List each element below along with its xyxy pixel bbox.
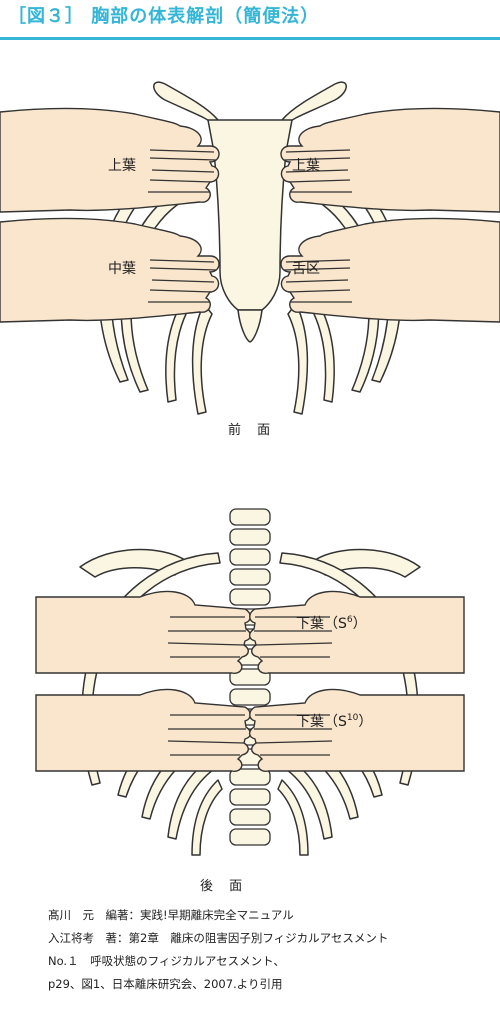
finger-line <box>283 149 352 193</box>
title-underline <box>0 37 500 40</box>
front-view-label: 前 面 <box>228 422 276 438</box>
left-middle-hand <box>0 217 220 323</box>
back-view-label: 後 面 <box>200 879 248 894</box>
front-view-diagram: 上葉 上葉 中葉 舌区 前 面 <box>0 81 500 438</box>
right-clavicle <box>281 81 347 125</box>
left-rib <box>167 754 221 840</box>
finger-line <box>167 714 246 756</box>
left-rib <box>191 303 213 415</box>
sternum <box>207 119 293 311</box>
finger-line <box>148 149 217 193</box>
citation: 髙川 元 編著：実践!早期離床完全マニュアル 入江将考 著：第2章 離床の阻害因… <box>48 904 488 996</box>
right-rib <box>279 754 333 840</box>
left-clavicle <box>153 81 219 125</box>
label-lingula: 舌区 <box>292 261 320 277</box>
right-upper-back-hand <box>248 590 465 674</box>
right-upper-hand <box>280 107 500 213</box>
finger-line <box>167 616 246 658</box>
citation-line: No.１ 呼吸状態のフィジカルアセスメント、 <box>48 954 285 968</box>
xiphoid <box>237 309 263 343</box>
label-upper-lobe-left: 上葉 <box>108 158 136 174</box>
right-middle-hand <box>280 217 500 323</box>
back-view-diagram: 下葉（S6） 下葉（S10） 後 面 <box>35 508 465 894</box>
label-upper-lobe-right: 上葉 <box>292 158 320 174</box>
citation-line: 髙川 元 編著：実践!早期離床完全マニュアル <box>48 908 294 922</box>
citation-line: 入江将考 著：第2章 離床の阻害因子別フィジカルアセスメント <box>48 931 389 945</box>
finger-line <box>148 259 217 303</box>
left-rib <box>191 779 223 856</box>
finger-line <box>283 259 352 303</box>
left-upper-hand <box>0 107 220 213</box>
figure-title: ［図３］ 胸部の体表解剖（簡便法） <box>8 6 320 27</box>
left-upper-back-hand <box>35 590 252 674</box>
label-lower-lobe-s10: 下葉（S10） <box>296 713 372 730</box>
right-lower-back-hand <box>248 688 465 772</box>
label-lower-lobe-s6: 下葉（S6） <box>296 615 367 632</box>
right-rib <box>287 303 309 415</box>
label-middle-lobe: 中葉 <box>108 261 136 277</box>
finger-line <box>254 616 333 658</box>
citation-line: p29、図1、日本離床研究会、2007.より引用 <box>48 977 283 991</box>
spine <box>229 508 271 846</box>
right-rib <box>277 779 309 856</box>
finger-line <box>254 714 333 756</box>
left-lower-back-hand <box>35 688 252 772</box>
